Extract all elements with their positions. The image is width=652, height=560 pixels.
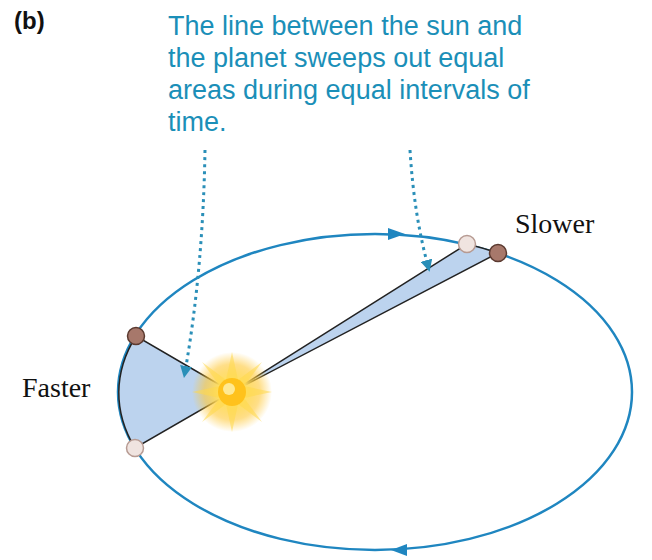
callout-note: The line between the sun and the planet … — [168, 10, 540, 138]
planet — [490, 245, 507, 262]
leader-line — [410, 150, 428, 266]
orbit-ellipse — [118, 234, 632, 550]
planet — [128, 328, 145, 345]
speed-label: Faster — [22, 372, 90, 404]
panel-letter: (b) — [14, 6, 45, 36]
sun-symbol — [192, 352, 272, 432]
planet — [459, 236, 476, 253]
orbit-arrowhead — [388, 228, 405, 240]
swept-area-slow — [232, 244, 498, 392]
leader-line — [185, 150, 205, 372]
orbit-arrowhead — [391, 544, 407, 556]
speed-label: Slower — [515, 208, 594, 240]
planet — [127, 440, 144, 457]
